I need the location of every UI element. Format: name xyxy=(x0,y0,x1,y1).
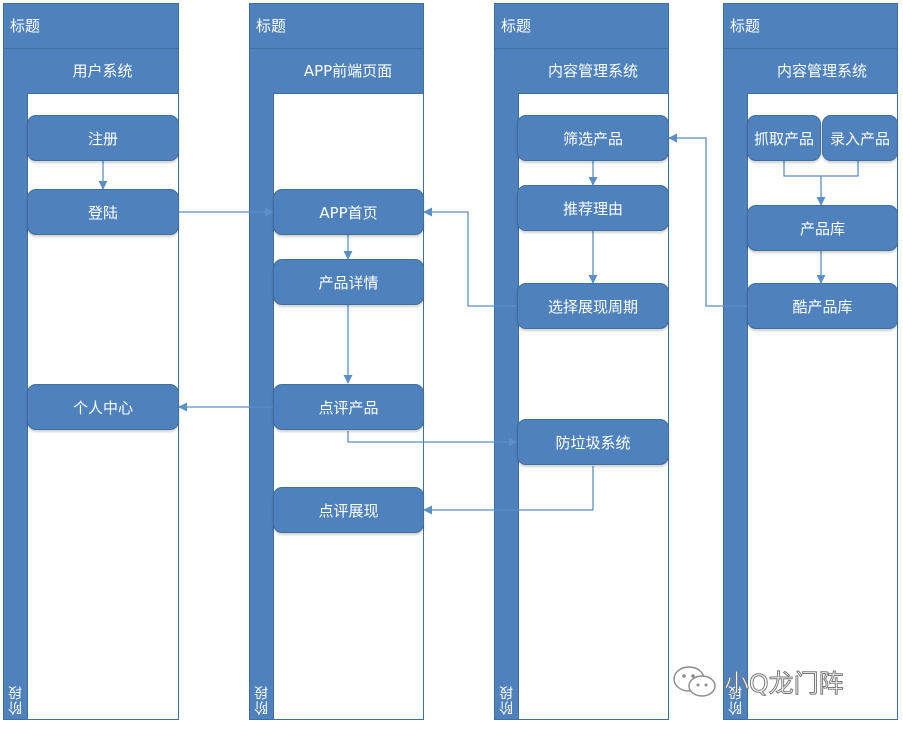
stage-bar: 阶段 xyxy=(250,49,274,719)
swimlane-user-system: 标题 阶段 用户系统 xyxy=(3,3,179,720)
wechat-icon xyxy=(673,666,716,697)
pool-title: 标题 xyxy=(724,4,897,49)
node-review-product[interactable]: 点评产品 xyxy=(273,384,424,430)
stage-label: 阶段 xyxy=(8,685,24,715)
watermark-text: 小Q龙门阵 xyxy=(724,669,845,699)
pool-title: 标题 xyxy=(250,4,423,49)
pool-title: 标题 xyxy=(4,4,178,49)
node-personal-center[interactable]: 个人中心 xyxy=(27,384,179,430)
node-anti-spam[interactable]: 防垃圾系统 xyxy=(517,419,669,465)
node-product-library[interactable]: 产品库 xyxy=(747,205,898,251)
node-register[interactable]: 注册 xyxy=(27,115,179,161)
node-recommend-reason[interactable]: 推荐理由 xyxy=(517,185,669,231)
swimlane-app-frontend: 标题 阶段 APP前端页面 xyxy=(249,3,424,720)
node-review-display[interactable]: 点评展现 xyxy=(273,487,424,533)
stage-bar: 阶段 xyxy=(495,49,519,719)
stage-label: 阶段 xyxy=(254,685,270,715)
lane-header: 内容管理系统 xyxy=(518,49,668,94)
lane-header: 用户系统 xyxy=(27,49,178,94)
node-cool-product-library[interactable]: 酷产品库 xyxy=(747,283,898,329)
swimlane-cms-1: 标题 阶段 内容管理系统 xyxy=(494,3,669,720)
node-app-home[interactable]: APP首页 xyxy=(273,189,424,235)
node-filter-product[interactable]: 筛选产品 xyxy=(517,115,669,161)
stage-bar: 阶段 xyxy=(4,49,28,719)
node-select-display-period[interactable]: 选择展现周期 xyxy=(517,283,669,329)
watermark: 小Q龙门阵 xyxy=(672,664,844,700)
node-login[interactable]: 登陆 xyxy=(27,189,179,235)
node-input-product[interactable]: 录入产品 xyxy=(822,115,898,161)
node-product-detail[interactable]: 产品详情 xyxy=(273,259,424,305)
node-crawl-product[interactable]: 抓取产品 xyxy=(747,115,821,161)
stage-bar: 阶段 xyxy=(724,49,748,719)
pool-title: 标题 xyxy=(495,4,668,49)
swimlane-cms-2: 标题 阶段 内容管理系统 xyxy=(723,3,898,720)
lane-header: 内容管理系统 xyxy=(747,49,897,94)
stage-label: 阶段 xyxy=(499,685,515,715)
lane-header: APP前端页面 xyxy=(273,49,423,94)
